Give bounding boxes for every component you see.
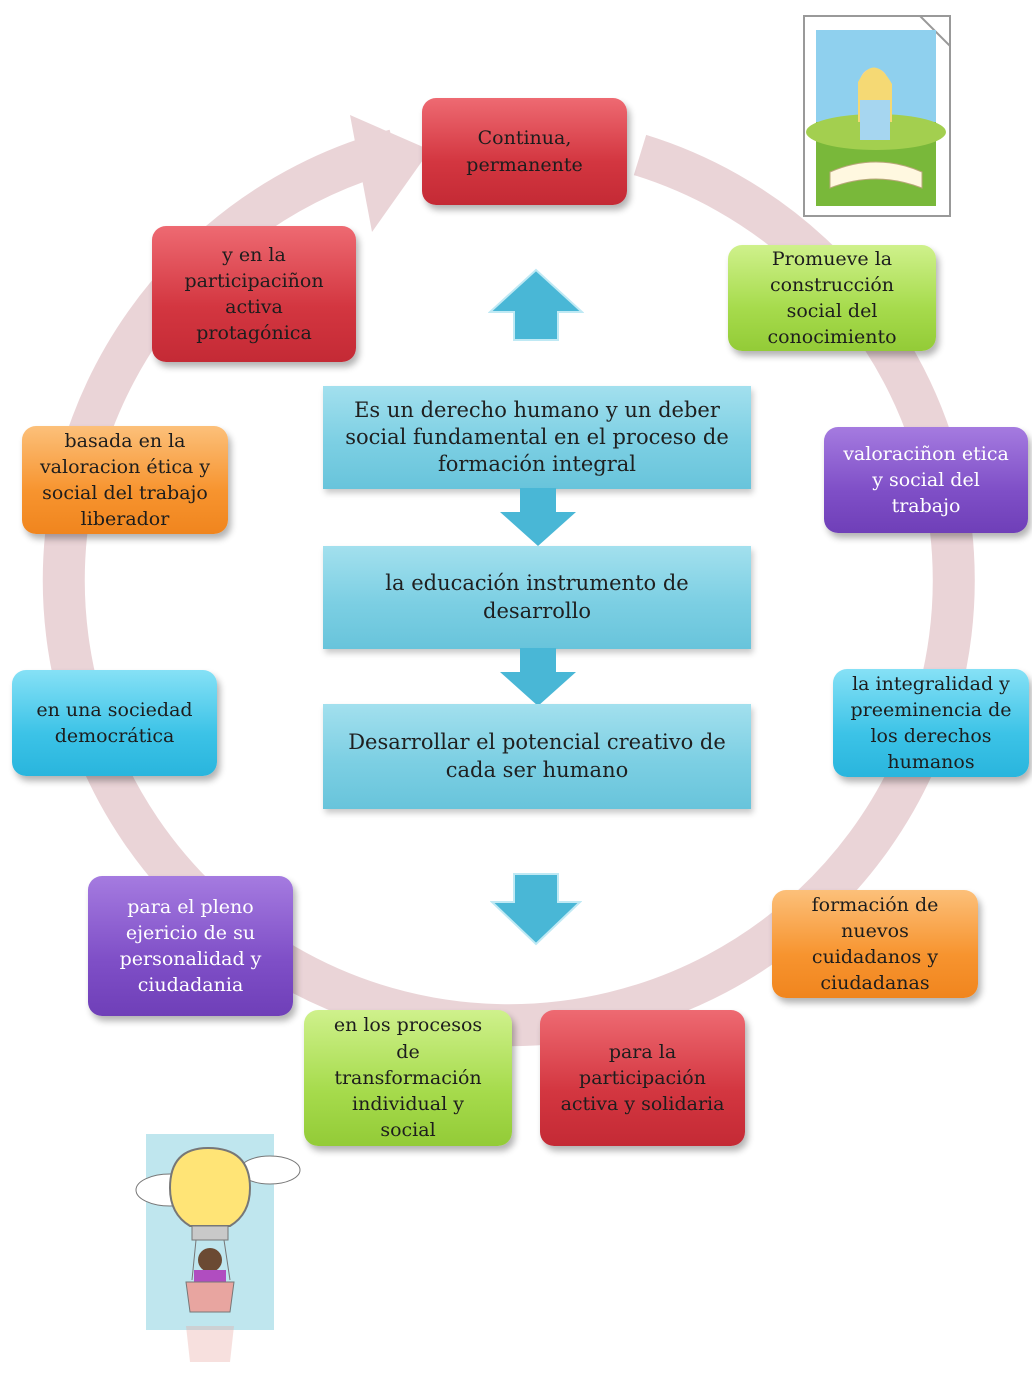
cycle-node-participacion-solidaria: para la participación activa y solidaria	[540, 1010, 745, 1146]
cycle-node-procesos-transformacion: en los procesos de transformación indivi…	[304, 1010, 512, 1146]
cycle-node-construccion-social: Promueve la construcción social del cono…	[728, 245, 936, 351]
down-arrow-icon	[500, 488, 576, 546]
center-step-educacion-instrumento: la educación instrumento de desarrollo	[323, 546, 751, 649]
cycle-node-integralidad-derechos: la integralidad y preeminencia de los de…	[833, 669, 1029, 777]
girl-reading-book-picture	[803, 15, 951, 217]
cycle-node-participacion-protagonica: y en la participaciñon activa protagónic…	[152, 226, 356, 362]
cycle-node-pleno-ejercicio: para el pleno ejericio de su personalida…	[88, 876, 293, 1016]
center-step-derecho-humano: Es un derecho humano y un deber social f…	[323, 386, 751, 489]
lightbulb-balloon-picture	[135, 1134, 301, 1362]
down-arrow-icon	[500, 648, 576, 706]
cycle-node-continua-permanente: Continua, permanente	[422, 98, 627, 205]
down-arrow-icon	[490, 873, 582, 946]
cycle-node-formacion-ciudadanos: formación de nuevos cuidadanos y ciudada…	[772, 890, 978, 998]
cycle-ring-arrowhead	[350, 115, 430, 232]
up-arrow-icon	[488, 268, 584, 341]
cycle-node-valoracion-etica: valoraciñon etica y social del trabajo	[824, 427, 1028, 533]
cycle-node-trabajo-liberador: basada en la valoracion ética y social d…	[22, 426, 228, 534]
cycle-node-sociedad-democratica: en una sociedad democrática	[12, 670, 217, 776]
center-step-potencial-creativo: Desarrollar el potencial creativo de cad…	[323, 704, 751, 809]
